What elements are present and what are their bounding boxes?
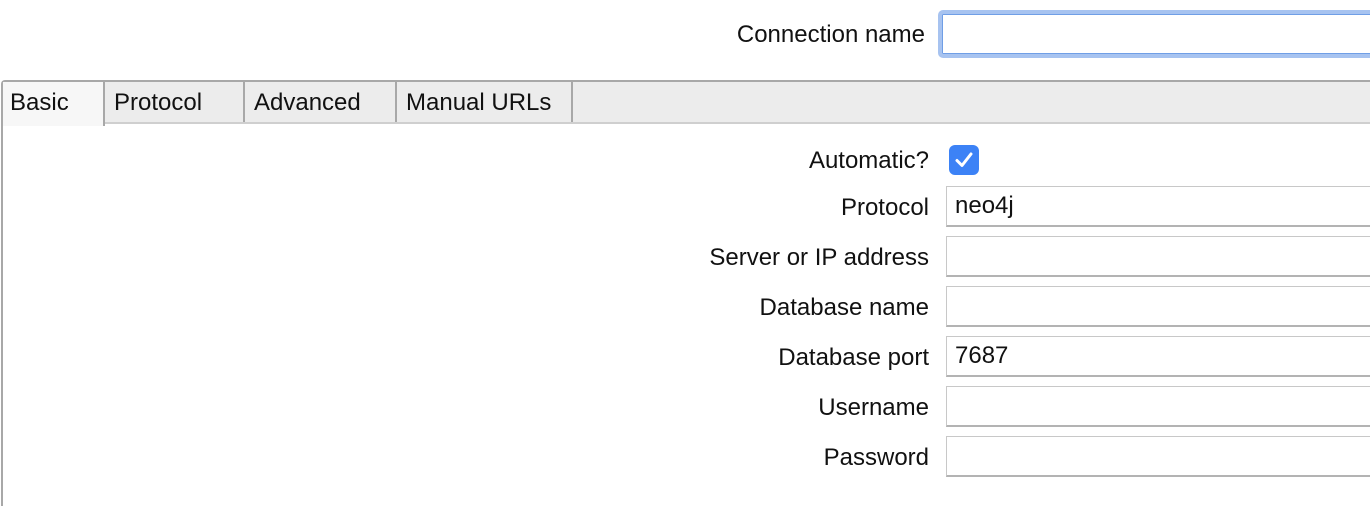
connection-name-label: Connection name (736, 21, 925, 48)
protocol-field[interactable] (946, 186, 1370, 227)
tab-basic[interactable]: Basic (3, 82, 105, 126)
automatic-label: Automatic? (808, 147, 929, 174)
database-name-field[interactable] (946, 286, 1370, 327)
protocol-label: Protocol (840, 194, 929, 221)
tab-manual-urls[interactable]: Manual URLs (397, 82, 573, 122)
tab-advanced[interactable]: Advanced (245, 82, 397, 122)
tab-bar: Basic Protocol Advanced Manual URLs (3, 82, 1370, 126)
server-field[interactable] (946, 236, 1370, 277)
database-port-field[interactable] (946, 336, 1370, 377)
username-field[interactable] (946, 386, 1370, 427)
checkmark-icon (955, 152, 973, 167)
database-name-label: Database name (759, 294, 929, 321)
server-label: Server or IP address (709, 244, 929, 271)
password-label: Password (823, 444, 929, 471)
database-port-label: Database port (778, 344, 929, 371)
username-label: Username (818, 394, 929, 421)
automatic-checkbox[interactable] (949, 145, 979, 175)
tab-protocol[interactable]: Protocol (105, 82, 245, 122)
connection-name-input[interactable] (938, 10, 1370, 58)
password-field[interactable] (946, 436, 1370, 477)
